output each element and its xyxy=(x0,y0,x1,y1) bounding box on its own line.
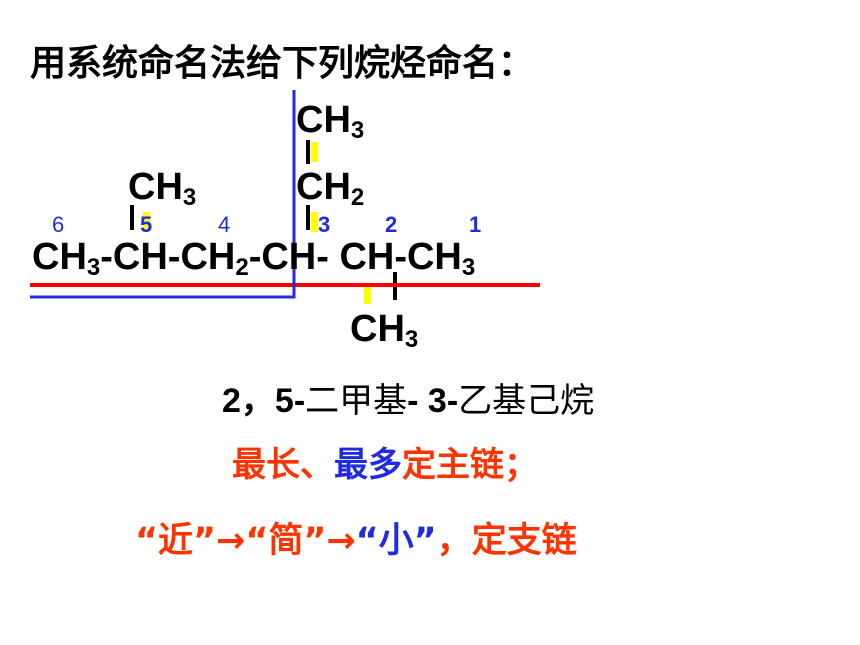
chain-number-3: 3 xyxy=(318,212,331,237)
alt-chain-line xyxy=(30,90,296,299)
highlight-mark-c5 xyxy=(143,212,150,232)
highlight-mark-bottom xyxy=(364,286,371,304)
main-chain-rule: 最长、最多定主链； xyxy=(232,445,538,485)
chain-number-1: 1 xyxy=(469,212,482,237)
highlight-mark-top xyxy=(311,142,318,162)
compound-name: 2，5-二甲基- 3-乙基己烷 xyxy=(222,381,595,421)
page-title: 用系统命名法给下列烷烃命名： xyxy=(30,43,535,84)
chain-number-4: 4 xyxy=(218,212,231,237)
chain-number-2: 2 xyxy=(385,212,398,237)
top-methyl-group: CH3 xyxy=(296,99,365,144)
main-chain-formula: CH3-CH-CH2-CH- CH-CH3 xyxy=(32,236,476,281)
chain-number-5: 5 xyxy=(140,212,153,237)
branch-rule: “近”→“简”→“小”，定支链 xyxy=(135,521,577,561)
chain-number-6: 6 xyxy=(52,212,65,237)
ethyl-ch2-group: CH2 xyxy=(296,166,365,211)
left-methyl-group: CH3 xyxy=(128,166,197,211)
bottom-methyl-group: CH3 xyxy=(350,308,419,353)
highlight-mark-c3 xyxy=(311,212,318,232)
